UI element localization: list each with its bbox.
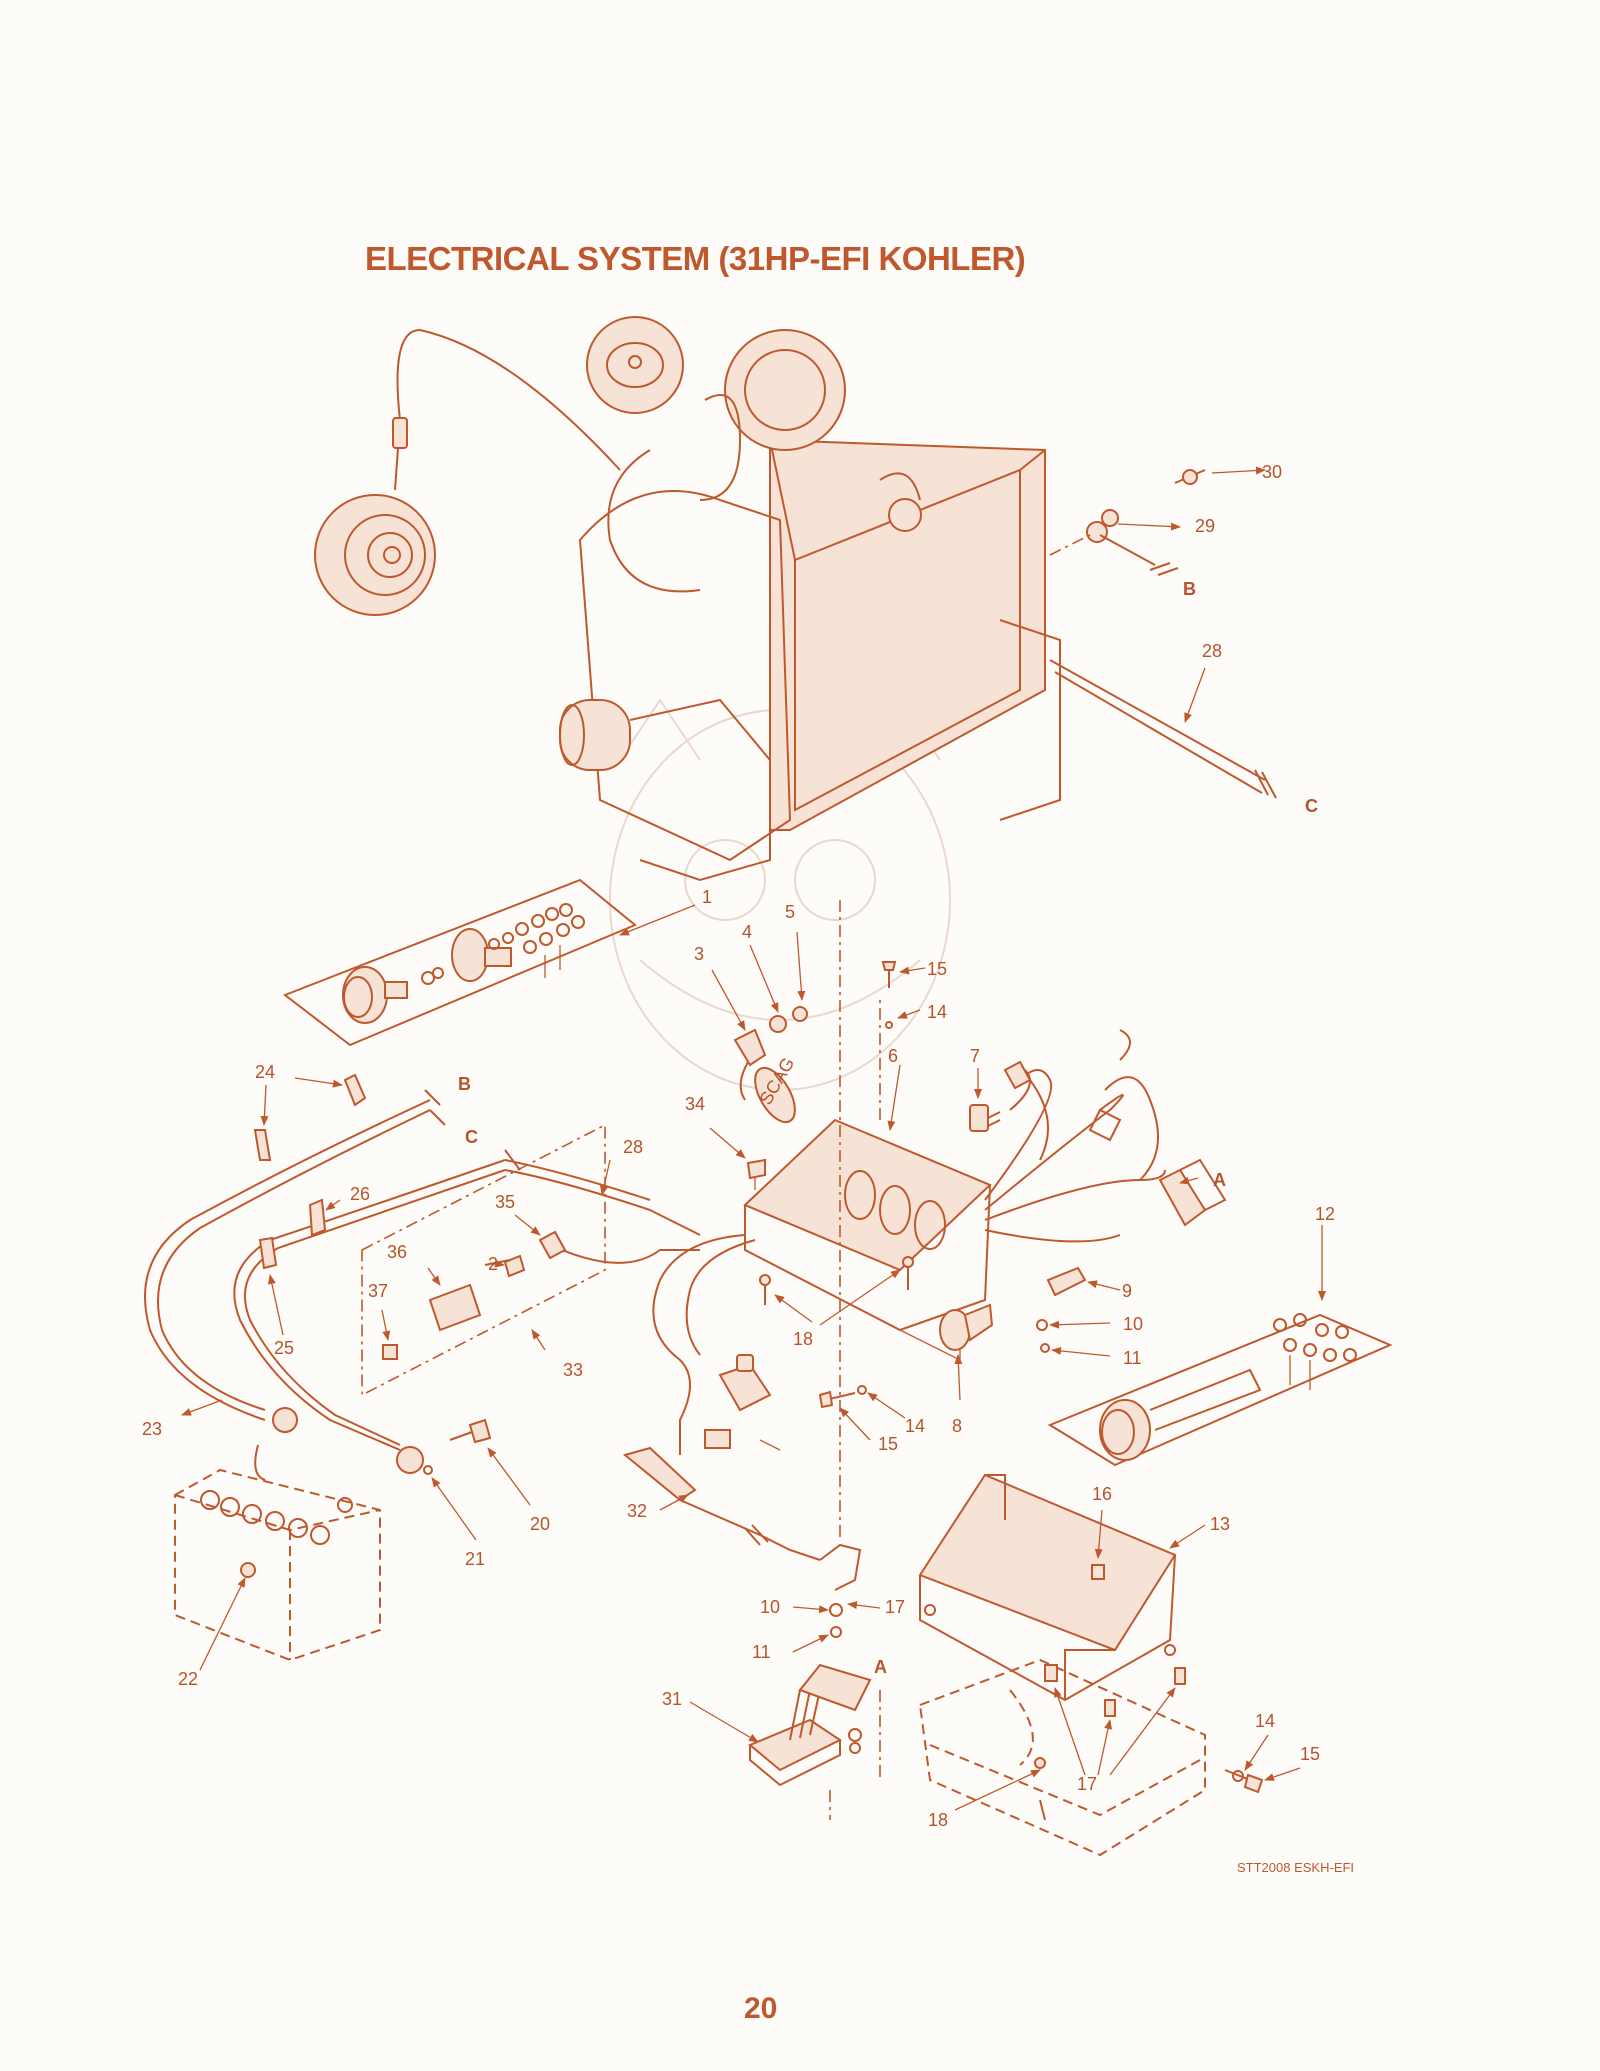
cable-clips [253, 1073, 367, 1336]
callout-12: 12 [1315, 1204, 1335, 1224]
callout-14: 14 [927, 1002, 947, 1022]
callout-37: 37 [368, 1281, 388, 1301]
callout-3: 3 [694, 944, 704, 964]
indicator-34 [709, 1127, 766, 1190]
pto-clutch [314, 328, 621, 616]
callout-13: 13 [1210, 1514, 1230, 1534]
callout-28-left: 28 [623, 1137, 643, 1157]
callout-36: 36 [387, 1242, 407, 1262]
cable-32 [622, 1446, 862, 1591]
battery-terminal-bolt [423, 1418, 531, 1541]
washer-stack [792, 1601, 881, 1653]
callout-10-bottom: 10 [760, 1597, 780, 1617]
hour-meter-kit-panel [282, 878, 696, 1047]
callout-9: 9 [1122, 1281, 1132, 1301]
callout-A-bottom: A [874, 1657, 887, 1677]
callout-29: 29 [1195, 516, 1215, 536]
ignition-relay [969, 1068, 1001, 1132]
fuse-holder [1036, 1266, 1121, 1357]
callout-4: 4 [742, 922, 752, 942]
callout-11: 11 [1123, 1348, 1142, 1368]
harness-sub-assembly [361, 1123, 700, 1397]
callout-2: 2 [488, 1254, 498, 1274]
control-module [689, 1663, 881, 1820]
callout-8: 8 [952, 1416, 962, 1436]
callout-B: B [1183, 579, 1196, 599]
callout-B-left: B [458, 1074, 471, 1094]
callout-14-right: 14 [1255, 1711, 1275, 1731]
callout-30: 30 [1262, 462, 1282, 482]
callout-28: 28 [1202, 641, 1222, 661]
meter-kit-panel [1047, 1225, 1393, 1467]
page-number: 20 [744, 1992, 778, 2025]
callout-18: 18 [793, 1329, 813, 1349]
callout-5: 5 [785, 902, 795, 922]
battery-bracket-outline [918, 1658, 1206, 1857]
callout-C: C [1305, 796, 1318, 816]
callout-26: 26 [350, 1184, 370, 1204]
panel-screw-mid [818, 1385, 906, 1441]
callout-7: 7 [970, 1046, 980, 1066]
callout-24: 24 [255, 1062, 275, 1082]
dash-panel [743, 900, 992, 1540]
callout-32: 32 [627, 1501, 647, 1521]
callout-15-right: 15 [1300, 1744, 1320, 1764]
battery [174, 1444, 381, 1671]
callout-22: 22 [178, 1669, 198, 1689]
callout-14-mid: 14 [905, 1416, 925, 1436]
relay-switch [718, 1354, 781, 1451]
callout-18-bottom: 18 [928, 1810, 948, 1830]
callout-6: 6 [888, 1046, 898, 1066]
panel-screws-bottom [759, 1256, 914, 1326]
callout-17: 17 [885, 1597, 905, 1617]
panel-screw-top [881, 961, 926, 1029]
terminal-hardware-top [1049, 466, 1277, 799]
callout-15-mid: 15 [878, 1434, 898, 1454]
callout-21: 21 [465, 1549, 485, 1569]
wiring-harness [652, 1029, 1227, 1455]
callout-31: 31 [662, 1689, 682, 1709]
drawing-code: STT2008 ESKH-EFI [1237, 1860, 1355, 1875]
callout-35: 35 [495, 1192, 515, 1212]
callout-25: 25 [274, 1338, 294, 1358]
callout-C-left: C [465, 1127, 478, 1147]
callout-labels: 30 29 B 28 C 1 5 3 4 15 14 24 B 34 6 7 C… [142, 462, 1335, 1830]
callout-10: 10 [1123, 1314, 1143, 1334]
callout-17-bottom: 17 [1077, 1774, 1097, 1794]
engine-assembly [559, 316, 1061, 882]
tray-screw [1224, 1734, 1301, 1794]
callout-11-bottom: 11 [752, 1642, 771, 1662]
callout-23: 23 [142, 1419, 162, 1439]
key-switch: SCAG [711, 931, 808, 1124]
callout-20: 20 [530, 1514, 550, 1534]
callout-1: 1 [702, 887, 712, 907]
callout-34: 34 [685, 1094, 705, 1114]
battery-tray [918, 1473, 1206, 1702]
switch-8 [939, 1303, 994, 1401]
callout-A: A [1213, 1170, 1226, 1190]
battery-cables [144, 1089, 701, 1474]
callout-33: 33 [563, 1360, 583, 1380]
diagram-title: ELECTRICAL SYSTEM (31HP-EFI KOHLER) [365, 240, 1026, 277]
callout-16: 16 [1092, 1484, 1112, 1504]
callout-15: 15 [927, 959, 947, 979]
